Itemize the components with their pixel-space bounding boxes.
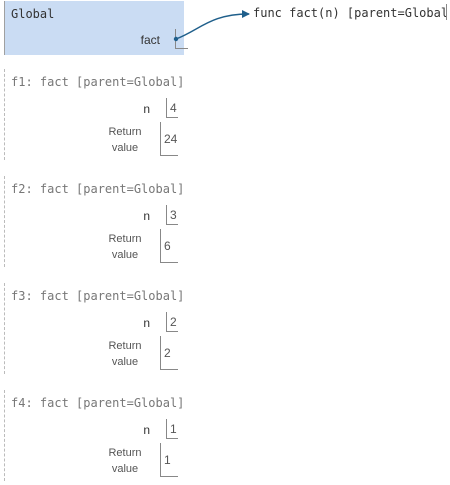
return-value-label: Return value: [100, 124, 150, 156]
parameter-n-value: 1: [170, 422, 177, 436]
parameter-n-cell: [166, 419, 178, 439]
return-value-label: Return value: [100, 231, 150, 263]
return-value-cell: [160, 229, 178, 263]
return-label-line1: Return: [108, 447, 142, 459]
parameter-n-value: 2: [170, 315, 177, 329]
return-label-line2: value: [111, 142, 139, 154]
frame-title: f4: fact [parent=Global]: [11, 396, 185, 410]
call-frame-f3: f3: fact [parent=Global] n 2 Return valu…: [4, 283, 184, 374]
parameter-n-label: n: [143, 316, 150, 330]
call-frame-f4: f4: fact [parent=Global] n 1 Return valu…: [4, 390, 184, 481]
frame-title: f3: fact [parent=Global]: [11, 289, 185, 303]
call-frame-f1: f1: fact [parent=Global] n 4 Return valu…: [4, 69, 184, 160]
return-value-label: Return value: [100, 445, 150, 477]
parameter-n-cell: [166, 205, 178, 225]
global-frame: Global fact: [4, 1, 188, 55]
call-frame-f2: f2: fact [parent=Global] n 3 Return valu…: [4, 176, 184, 267]
return-label-line2: value: [111, 356, 139, 368]
parameter-n-cell: [166, 312, 178, 332]
global-variable-name: fact: [140, 33, 160, 47]
global-variable-cell: [175, 29, 188, 49]
return-label-line1: Return: [108, 233, 142, 245]
return-value-cell: [160, 122, 178, 156]
return-value-cell: [160, 443, 178, 477]
function-object-border: [446, 4, 447, 20]
global-frame-title: Global: [11, 7, 55, 21]
frame-title: f2: fact [parent=Global]: [11, 182, 185, 196]
return-value: 24: [164, 132, 178, 146]
return-label-line1: Return: [108, 126, 142, 138]
return-label-line1: Return: [108, 340, 142, 352]
return-value: 2: [164, 346, 171, 360]
return-label-line2: value: [111, 463, 139, 475]
return-value: 6: [164, 239, 171, 253]
return-value-cell: [160, 336, 178, 370]
return-value: 1: [164, 453, 171, 467]
parameter-n-label: n: [143, 423, 150, 437]
function-object-label: func fact(n) [parent=Global]: [253, 6, 450, 20]
parameter-n-label: n: [143, 102, 150, 116]
return-label-line2: value: [111, 249, 139, 261]
parameter-n-cell: [166, 98, 178, 118]
return-value-label: Return value: [100, 338, 150, 370]
parameter-n-value: 4: [170, 101, 177, 115]
frame-title: f1: fact [parent=Global]: [11, 75, 185, 89]
parameter-n-value: 3: [170, 208, 177, 222]
parameter-n-label: n: [143, 209, 150, 223]
